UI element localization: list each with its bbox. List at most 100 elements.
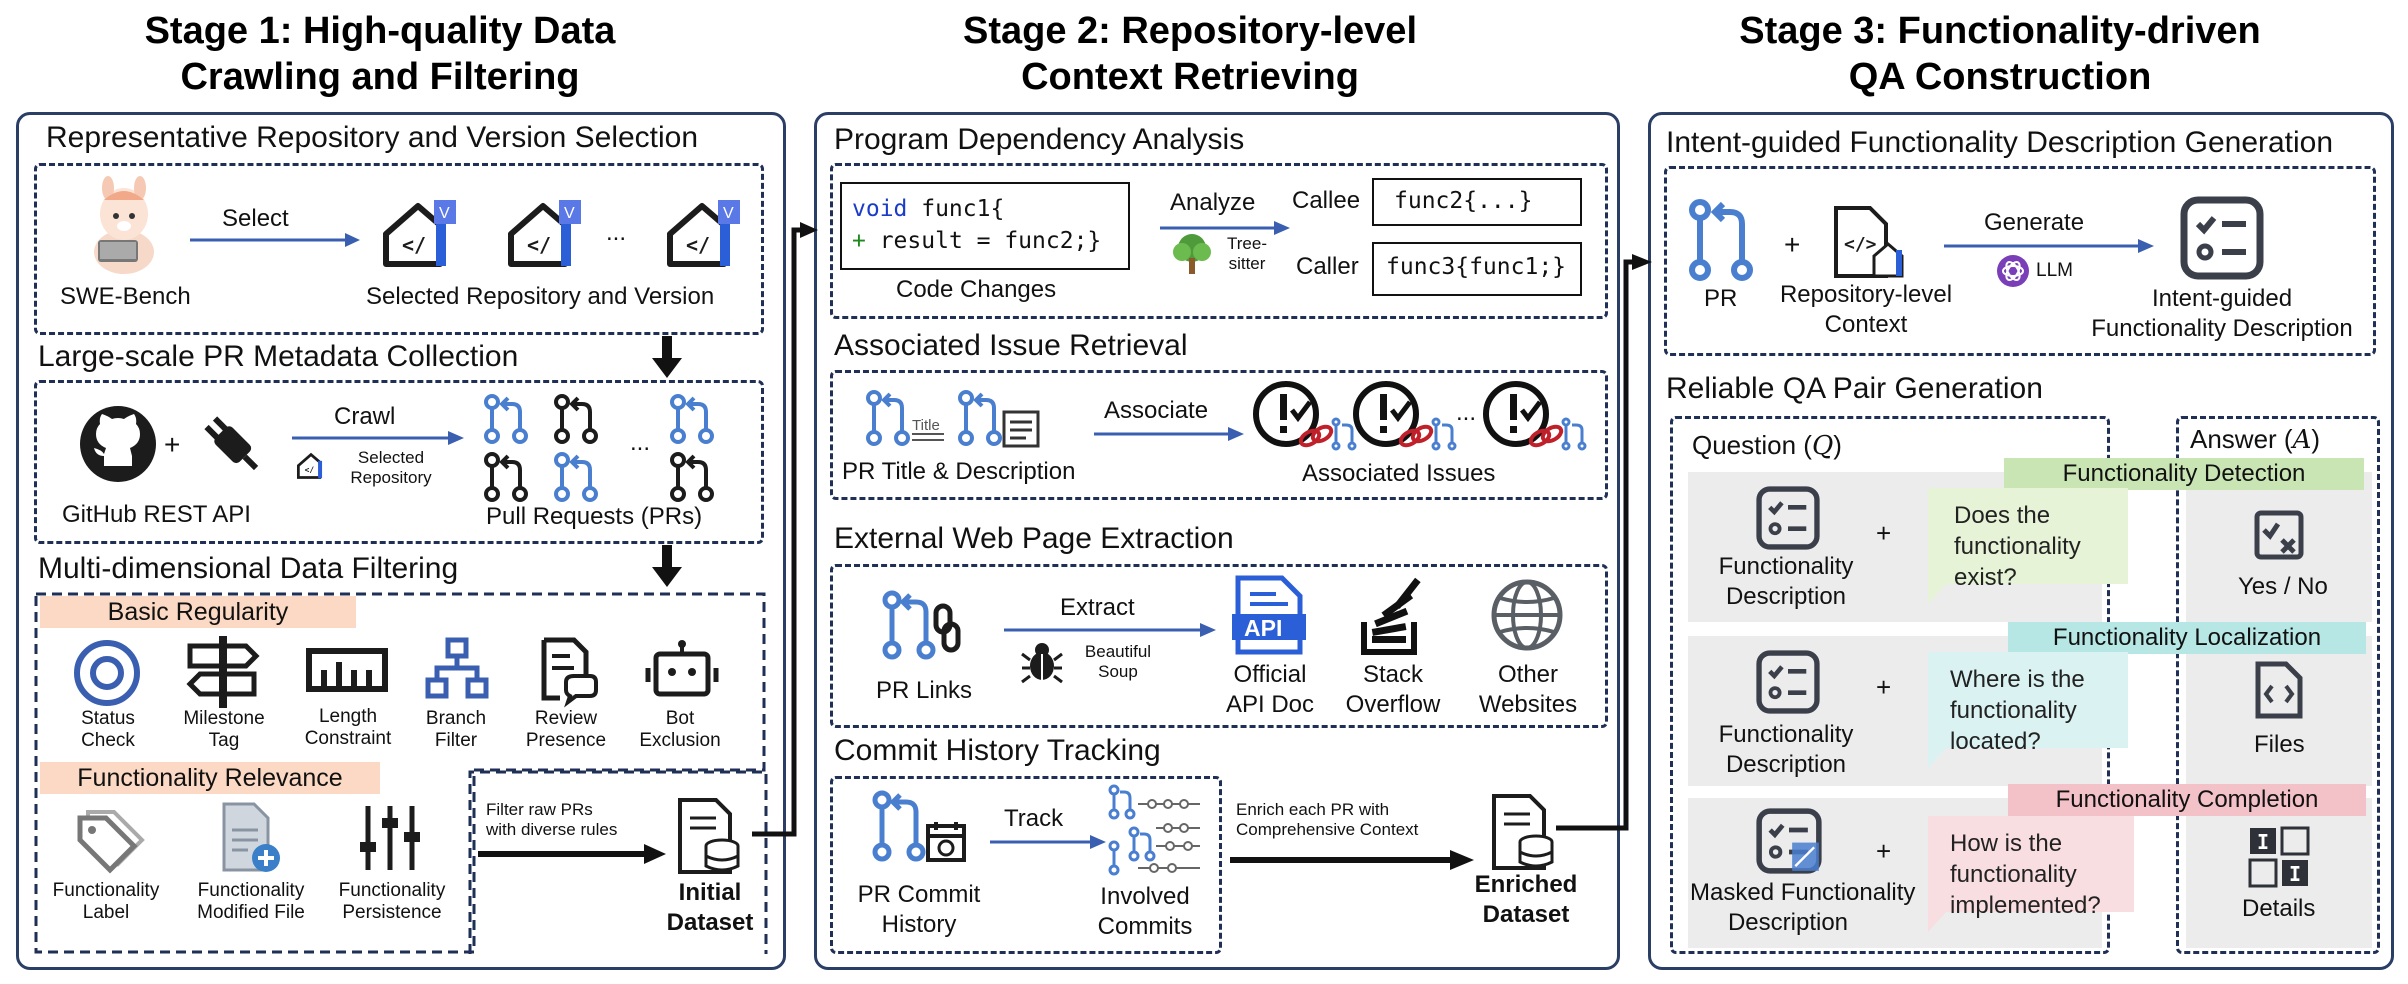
- github-plus: +: [164, 429, 181, 460]
- functionality-completion-tag: Functionality Completion: [2008, 784, 2366, 816]
- row0-q3: exist?: [1954, 564, 2017, 591]
- callee-box: [1372, 178, 1582, 226]
- code-func1: func1{: [907, 196, 1005, 222]
- functionality-persistence-icon: [360, 806, 420, 870]
- localization-description-label: Functionality Description: [1696, 720, 1876, 780]
- svg-text:</>: </>: [1844, 234, 1877, 255]
- completion-bubble-bg: [1928, 816, 2134, 932]
- issue-icon-2: [1353, 381, 1457, 451]
- generate-arrow: [1944, 239, 2154, 253]
- code-changes-box: [840, 182, 1130, 270]
- enrich-line2: Comprehensive Context: [1236, 820, 1419, 839]
- code-result: result = func2;}: [865, 228, 1102, 254]
- generate-label: Generate: [1984, 209, 2085, 236]
- selected-repo-version-label: Selected Repository and Version: [366, 283, 715, 310]
- branch-filter-label: Branch Filter: [406, 708, 506, 752]
- official-api-doc-icon: API: [1232, 575, 1306, 655]
- basic-item-4-l2: Presence: [525, 730, 607, 751]
- selected-repository-line2: Repository: [350, 468, 432, 487]
- beautiful-soup-line2: Soup: [1098, 662, 1138, 681]
- title-word: Title: [912, 417, 940, 434]
- down-arrow-2: [652, 545, 682, 587]
- basic-item-0-l2: Check: [81, 730, 135, 751]
- completion-description-label: Masked Functionality Description: [1690, 878, 1916, 938]
- basic-item-2-l2: Constraint: [304, 728, 392, 749]
- reliable-qa-title: Reliable QA Pair Generation: [1666, 372, 2043, 405]
- extract-label: Extract: [1060, 594, 1135, 621]
- intent-line2: Functionality Description: [2091, 315, 2353, 342]
- stack-line1: Stack: [1362, 661, 1424, 688]
- callee-label: Callee: [1292, 187, 1361, 214]
- selected-repository-label: Selected Repository: [336, 448, 446, 488]
- status-check-label: Status Check: [58, 708, 158, 752]
- functionality-label-icon: [77, 810, 145, 874]
- row1-q3: located?: [1950, 728, 2041, 755]
- involved-line1: Involved: [1100, 883, 1190, 910]
- select-arrow: [190, 233, 360, 247]
- row2-desc-l1: Masked Functionality: [1690, 879, 1916, 906]
- pr-large-label: PR: [1704, 285, 1738, 312]
- basic-item-5-l2: Exclusion: [639, 730, 721, 751]
- functionality-label-text: Functionality Label: [46, 880, 166, 924]
- intent-generation-title: Intent-guided Functionality Description …: [1666, 126, 2334, 159]
- localization-bubble-bg: [1928, 652, 2128, 768]
- web-extraction-box: [830, 564, 1608, 728]
- beautiful-soup-bug-icon: [1021, 643, 1063, 684]
- pr-links-label: PR Links: [876, 677, 973, 704]
- repo-house-icon-2: </ V: [508, 200, 581, 267]
- relevance-item-0-l2: Label: [82, 902, 130, 923]
- swe-bench-label: SWE-Bench: [60, 283, 191, 310]
- code-plus: +: [852, 228, 866, 254]
- row2-q2: functionality: [1950, 861, 2077, 888]
- pr-title-desc-label: PR Title & Description: [842, 458, 1076, 485]
- issue-icon-3: [1483, 381, 1587, 451]
- intent-generation-box: [1664, 166, 2376, 356]
- down-arrow-1: [652, 336, 682, 378]
- detection-bubble-bg: [1928, 488, 2128, 604]
- question-header-text: Question (: [1692, 430, 1812, 460]
- answer-header-text: Answer (: [2190, 424, 2293, 454]
- row0-q2: functionality: [1954, 533, 2081, 560]
- filter-raw-box: [468, 770, 768, 954]
- stage1-title: Stage 1: High-quality Data Crawling and …: [30, 8, 730, 100]
- dependency-analysis-title: Program Dependency Analysis: [834, 123, 1245, 156]
- svg-text:</: </: [402, 233, 426, 257]
- pr-commit-line1: PR Commit: [857, 881, 981, 908]
- row1-desc-l2: Description: [1725, 751, 1847, 778]
- pr-metadata-title: Large-scale PR Metadata Collection: [38, 340, 519, 373]
- details-glyph-1: I: [2257, 830, 2269, 854]
- svg-text:</: </: [686, 233, 710, 257]
- code-changes-label: Code Changes: [896, 276, 1057, 303]
- branch-filter-icon: [425, 637, 489, 699]
- intent-plus: +: [1784, 229, 1801, 260]
- details-icon: I I: [2248, 826, 2310, 888]
- track-arrow: [990, 835, 1106, 849]
- associated-issues-label: Associated Issues: [1302, 460, 1496, 487]
- enrich-line1: Enrich each PR with: [1236, 800, 1390, 819]
- answer-close: ): [2311, 424, 2321, 454]
- detection-description-label: Functionality Description: [1696, 552, 1876, 612]
- tree-sitter-label: Tree- sitter: [1212, 234, 1282, 274]
- pr-commit-line2: History: [881, 911, 957, 938]
- localization-plus: +: [1876, 672, 1892, 702]
- intent-line1: Intent-guided: [2151, 285, 2293, 312]
- involved-commits-icon: [1108, 784, 1200, 876]
- enriched-line1: Enriched: [1474, 871, 1578, 898]
- basic-item-1-l2: Tag: [208, 730, 240, 751]
- caller-code: func3{func1;}: [1386, 254, 1567, 280]
- pull-requests-icons: [484, 394, 714, 502]
- stage3-title: Stage 3: Functionality-driven QA Constru…: [1630, 8, 2370, 100]
- pr-ellipsis: ...: [630, 429, 651, 456]
- analyze-arrow: [1160, 221, 1290, 235]
- stack-overflow-label: Stack Overflow: [1338, 660, 1448, 720]
- relevance-item-0-l1: Functionality: [52, 880, 160, 901]
- milestone-tag-label: Milestone Tag: [174, 708, 274, 752]
- status-check-icon: [74, 640, 140, 706]
- llm-logo-icon: [1997, 255, 2029, 287]
- row2-q3: implemented?: [1950, 892, 2101, 919]
- completion-question: How is the functionality implemented?: [1938, 820, 2113, 929]
- dependency-analysis-box: [830, 163, 1608, 319]
- svg-text:</: </: [527, 233, 551, 257]
- code-line-2: + result = func2;}: [852, 228, 1101, 254]
- other-websites-label: Other Websites: [1470, 660, 1586, 720]
